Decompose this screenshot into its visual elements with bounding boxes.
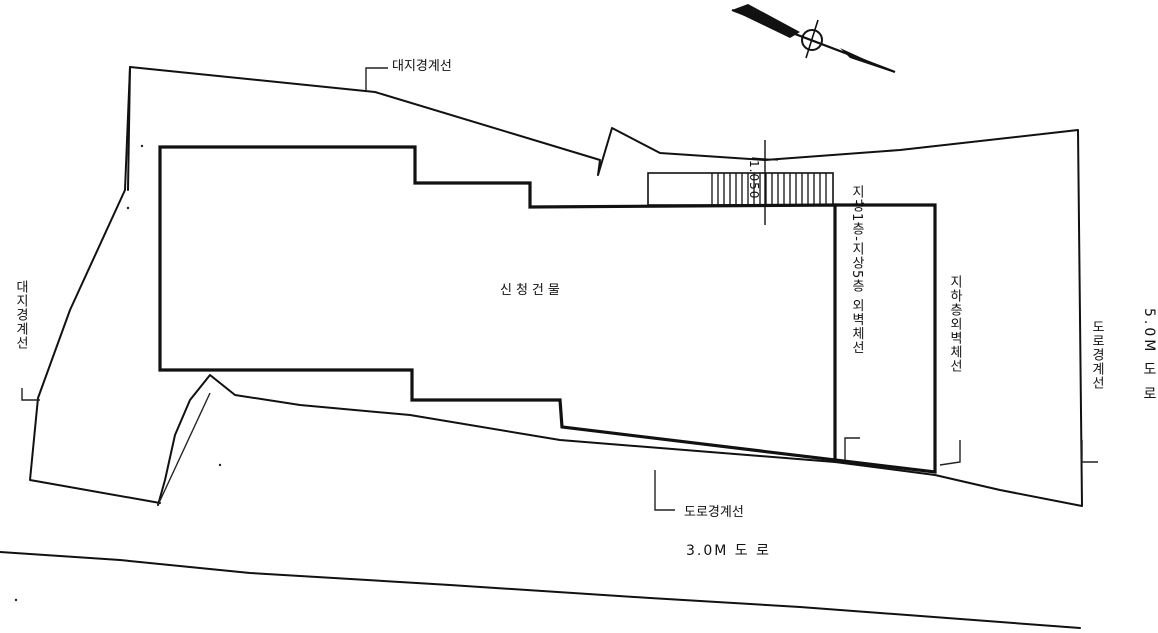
leader-wall-1-5 <box>844 437 860 460</box>
label-building-name: 신청건물 <box>500 283 564 298</box>
label-site-boundary-left: 대지경계선 <box>13 280 28 350</box>
road-boundary-upper <box>157 392 211 506</box>
leader-basement <box>939 440 961 466</box>
leader-road-right <box>1081 440 1098 463</box>
road-line-bottom <box>0 551 1081 629</box>
label-road-bottom: 3.0M 도 로 <box>686 543 772 559</box>
leader-site-left <box>21 388 40 401</box>
site-boundary-line <box>29 66 1083 507</box>
label-exterior-wall-1-5: 지상1층-지상5층 외벽체선 <box>849 185 864 355</box>
stair-area <box>647 172 834 206</box>
label-road-boundary-right: 도로경계선 <box>1089 320 1104 390</box>
label-road-boundary-bottom: 도로경계선 <box>684 505 744 520</box>
label-road-right: 5.0M 도 로 <box>1141 308 1157 404</box>
label-site-boundary-top: 대지경계선 <box>392 59 452 74</box>
leader-site-top <box>365 67 388 90</box>
building-outline <box>158 145 837 462</box>
leader-road-bottom <box>654 470 675 511</box>
stair-hatching <box>711 173 827 205</box>
north-arrow-icon <box>731 4 896 74</box>
label-basement-wall: 지하층외벽체선 <box>947 275 962 373</box>
site-boundary-left-edge <box>127 66 131 191</box>
label-setback-dimension: 1.050 <box>747 160 761 200</box>
basement-wall-outline <box>834 203 937 474</box>
